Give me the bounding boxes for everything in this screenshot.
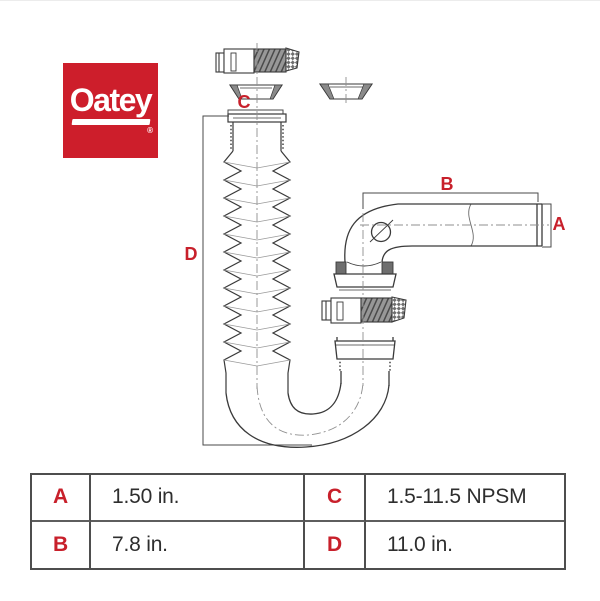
dimension-label-d: D [184,244,198,264]
dimension-line-b [362,192,539,209]
spec-key-d: D [305,521,366,568]
spec-value-a: 1.50 in. [91,475,305,522]
spec-key-b: B [32,521,91,568]
spec-key-c: C [305,475,366,522]
spec-value-b: 7.8 in. [91,521,305,568]
spec-key-a: A [32,475,91,522]
dimension-line-d [202,115,312,446]
elbow-trap-arm-icon [333,203,543,291]
dimension-label-b: B [440,174,454,194]
p-trap-line-drawing [202,43,552,448]
centerlines [256,43,549,436]
dimension-label-c: C [237,92,251,112]
oatey-logo-text: Oatey [69,82,153,118]
slip-nut-top-icon [215,47,300,74]
slip-nut-middle-icon [321,296,407,324]
j-bend-icon [225,337,396,448]
dimension-label-a: A [552,214,566,234]
spec-value-d: 11.0 in. [387,532,453,556]
registered-trademark-symbol: ® [147,126,153,135]
dimension-line-a [542,203,552,248]
beveled-washer-left-icon [228,84,284,100]
oatey-logo: Oatey ® [63,63,158,158]
beveled-washer-right-icon [318,83,374,100]
spec-table: A 1.50 in. C 1.5-11.5 NPSM B 7.8 in. D 1… [30,473,566,570]
spec-value-c: 1.5-11.5 NPSM [366,475,564,522]
